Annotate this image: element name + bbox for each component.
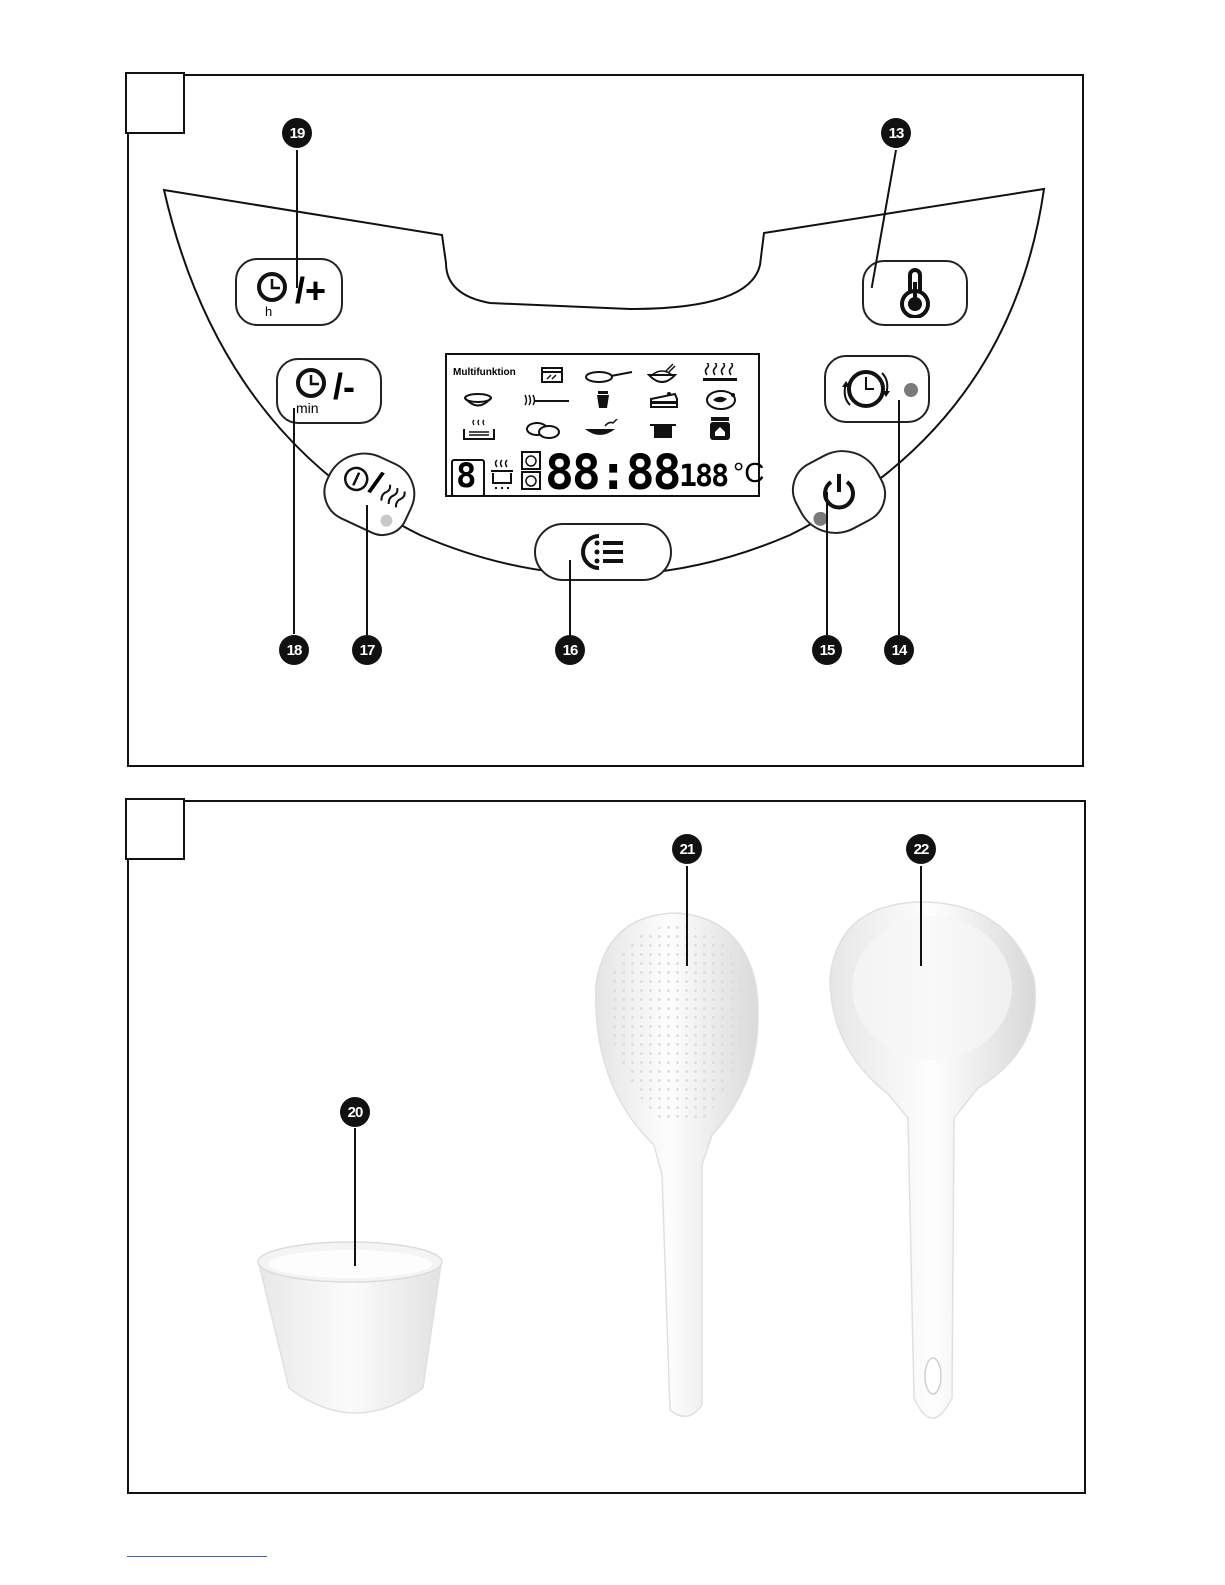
callout-15: 15 <box>812 635 842 665</box>
leader-17 <box>366 505 368 635</box>
menu-icon <box>579 532 627 572</box>
min-label: min <box>296 400 319 416</box>
callout-14: 14 <box>884 635 914 665</box>
footer-rule <box>127 1556 267 1557</box>
jar-icon <box>709 417 731 441</box>
meat-icon <box>705 389 739 411</box>
display-title: Multifunktion <box>453 367 516 378</box>
delay-timer-icon <box>838 363 894 415</box>
wok-icon <box>583 419 619 439</box>
menu-button[interactable] <box>534 523 672 581</box>
callout-20: 20 <box>340 1097 370 1127</box>
leader-20 <box>354 1128 356 1266</box>
clock-icon <box>294 366 328 400</box>
callout-22: 22 <box>906 834 936 864</box>
timer-led <box>904 383 918 397</box>
temperature-unit: °C <box>733 457 764 489</box>
figure-2-tab <box>125 798 185 860</box>
preset-clock-icons <box>521 451 541 491</box>
frying-pan-icon <box>585 369 633 383</box>
yogurt-icon <box>595 391 611 409</box>
figure-1-tab <box>125 72 185 134</box>
leader-22 <box>920 866 922 966</box>
eggs-icon <box>525 421 561 439</box>
cake-icon <box>649 391 679 409</box>
measuring-cup <box>255 1238 455 1428</box>
callout-18: 18 <box>279 635 309 665</box>
callout-17: 17 <box>352 635 382 665</box>
time-display: 88:88 <box>545 445 680 501</box>
leader-18 <box>293 408 295 634</box>
rice-bowl-icon <box>647 363 677 385</box>
lcd-display: Multifunktion <box>445 353 760 497</box>
leader-16 <box>569 560 571 635</box>
callout-19: 19 <box>282 118 312 148</box>
temperature-button[interactable] <box>862 260 968 326</box>
pot-icon <box>650 421 676 439</box>
plus-sign: /+ <box>295 270 326 312</box>
steam-icon <box>378 481 409 511</box>
min-minus-button[interactable]: min /- <box>276 358 382 424</box>
power-icon <box>819 472 859 512</box>
cooking-pot-icon <box>487 457 517 491</box>
steamer-icon <box>461 419 497 441</box>
hour-plus-button[interactable]: h /+ <box>235 258 343 326</box>
thermometer-icon <box>897 268 933 318</box>
delay-timer-button[interactable] <box>824 355 930 423</box>
hour-label: h <box>265 304 272 319</box>
program-digit: 8 <box>456 456 474 496</box>
oven-icon <box>541 367 563 383</box>
soup-bowl-icon <box>463 393 493 409</box>
rice-paddle <box>592 905 762 1425</box>
keepwarm-led <box>378 513 394 529</box>
temperature-display: 188 <box>679 459 727 494</box>
callout-16: 16 <box>555 635 585 665</box>
steam-heat-icon <box>703 363 737 383</box>
leader-15 <box>826 492 828 635</box>
pasta-icon <box>523 393 569 409</box>
leader-14 <box>898 400 900 635</box>
callout-21: 21 <box>672 834 702 864</box>
minus-sign: /- <box>333 366 355 408</box>
callout-13: 13 <box>881 118 911 148</box>
leader-19 <box>296 150 298 288</box>
leader-21 <box>686 866 688 966</box>
clock-icon <box>255 270 289 304</box>
soup-ladle <box>828 898 1048 1438</box>
